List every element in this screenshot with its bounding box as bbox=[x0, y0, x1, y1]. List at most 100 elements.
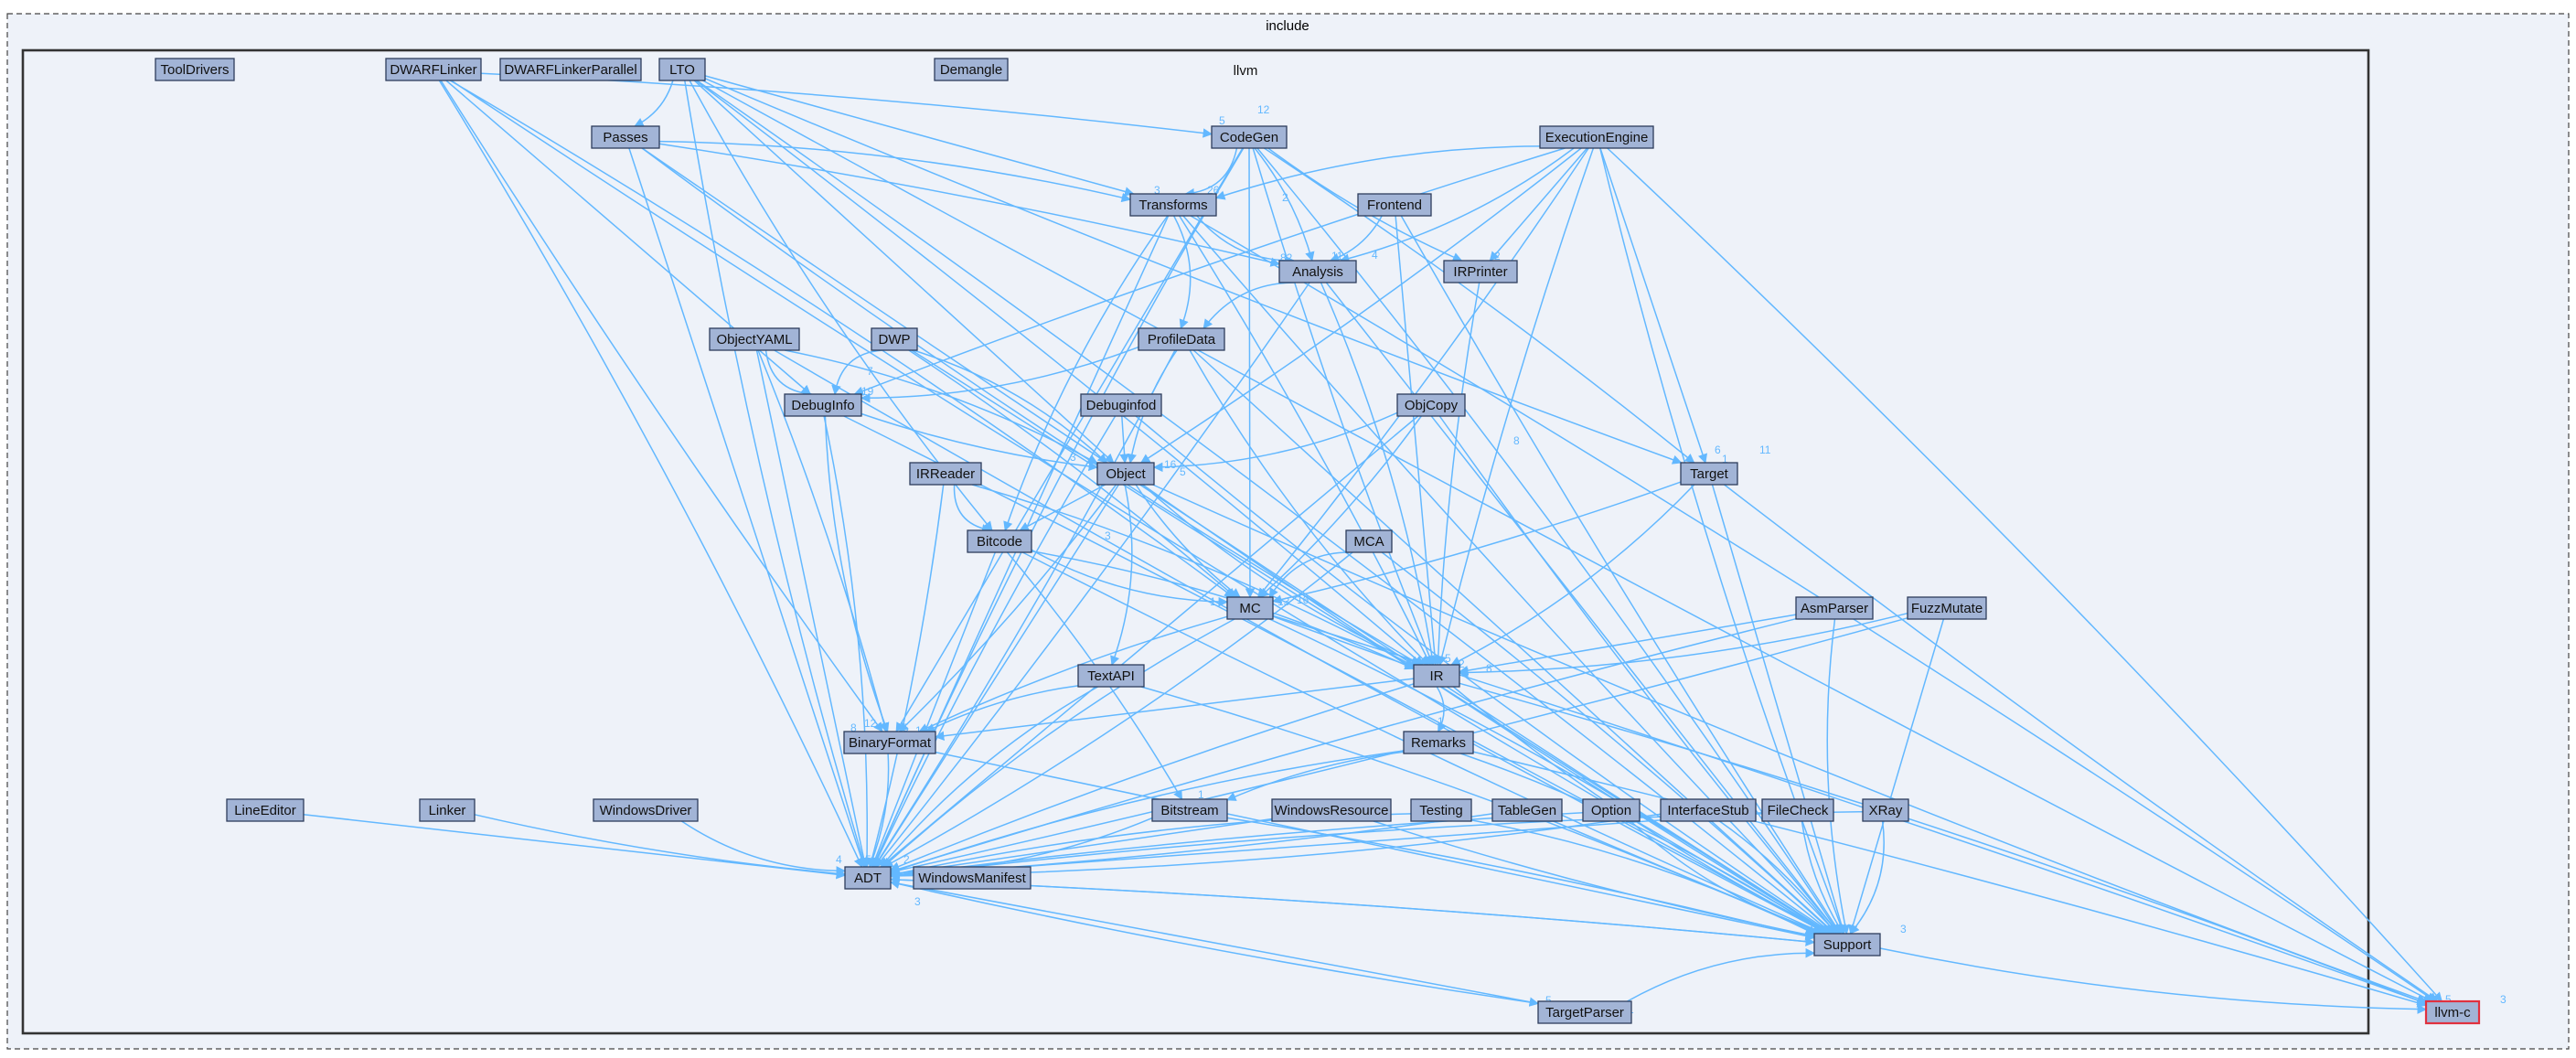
node-textapi[interactable]: TextAPI bbox=[1077, 664, 1145, 688]
node-passes[interactable]: Passes bbox=[591, 125, 660, 149]
node-box-remarks[interactable] bbox=[1403, 731, 1474, 754]
node-box-profiledata[interactable] bbox=[1138, 327, 1225, 351]
node-codegen[interactable]: CodeGen bbox=[1211, 125, 1288, 149]
edge-object-to-binaryformat bbox=[898, 484, 1117, 732]
node-binaryformat[interactable]: BinaryFormat bbox=[843, 731, 936, 754]
node-box-llvm-c[interactable] bbox=[2424, 999, 2481, 1025]
node-support[interactable]: Support bbox=[1813, 933, 1881, 956]
node-linker[interactable]: Linker bbox=[419, 798, 476, 822]
node-adt[interactable]: ADT bbox=[844, 866, 892, 890]
node-dwarflinkerparallel[interactable]: DWARFLinkerParallel bbox=[499, 58, 642, 81]
node-box-target[interactable] bbox=[1680, 462, 1738, 486]
node-remarks[interactable]: Remarks bbox=[1403, 731, 1474, 754]
node-box-ir[interactable] bbox=[1413, 664, 1460, 688]
node-box-asmparser[interactable] bbox=[1795, 596, 1874, 620]
node-box-analysis[interactable] bbox=[1278, 260, 1357, 283]
node-box-dwarflinkerparallel[interactable] bbox=[499, 58, 642, 81]
node-llvm-c[interactable]: llvm-c bbox=[2424, 999, 2481, 1025]
node-demangle[interactable]: Demangle bbox=[934, 58, 1009, 81]
node-label-option: Option bbox=[1591, 803, 1631, 818]
node-box-xray[interactable] bbox=[1862, 798, 1909, 822]
node-box-debuginfod[interactable] bbox=[1080, 393, 1162, 417]
node-box-passes[interactable] bbox=[591, 125, 660, 149]
node-box-support[interactable] bbox=[1813, 933, 1881, 956]
node-asmparser[interactable]: AsmParser bbox=[1795, 596, 1874, 620]
node-box-interfacestub[interactable] bbox=[1660, 798, 1757, 822]
node-llvm-label[interactable]: llvm bbox=[1234, 63, 1258, 79]
node-box-irprinter[interactable] bbox=[1443, 260, 1518, 283]
node-box-binaryformat[interactable] bbox=[843, 731, 936, 754]
node-debuginfo[interactable]: DebugInfo bbox=[784, 393, 862, 417]
node-irreader[interactable]: IRReader bbox=[909, 462, 982, 486]
node-box-testing[interactable] bbox=[1410, 798, 1472, 822]
edge-label: 5 bbox=[2445, 993, 2452, 1006]
node-box-adt[interactable] bbox=[844, 866, 892, 890]
node-box-lineeditor[interactable] bbox=[226, 798, 305, 822]
node-dwp[interactable]: DWP bbox=[871, 327, 918, 351]
node-box-option[interactable] bbox=[1582, 798, 1641, 822]
node-frontend[interactable]: Frontend bbox=[1357, 193, 1432, 217]
node-box-tablegen[interactable] bbox=[1491, 798, 1563, 822]
node-lineeditor[interactable]: LineEditor bbox=[226, 798, 305, 822]
node-mca[interactable]: MCA bbox=[1345, 529, 1393, 553]
node-lto[interactable]: LTO bbox=[658, 58, 706, 81]
node-bitcode[interactable]: Bitcode bbox=[967, 529, 1032, 553]
node-executionengine[interactable]: ExecutionEngine bbox=[1539, 125, 1654, 149]
node-box-windowsresource[interactable] bbox=[1271, 798, 1392, 822]
node-box-lto[interactable] bbox=[658, 58, 706, 81]
node-box-frontend[interactable] bbox=[1357, 193, 1432, 217]
node-debuginfod[interactable]: Debuginfod bbox=[1080, 393, 1162, 417]
node-tablegen[interactable]: TableGen bbox=[1491, 798, 1563, 822]
node-tooldrivers[interactable]: ToolDrivers bbox=[155, 58, 235, 81]
node-box-dwarflinker[interactable] bbox=[385, 58, 482, 81]
node-targetparser[interactable]: TargetParser bbox=[1537, 1000, 1632, 1024]
node-windowsdriver[interactable]: WindowsDriver bbox=[593, 798, 699, 822]
node-xray[interactable]: XRay bbox=[1862, 798, 1909, 822]
node-ir[interactable]: IR bbox=[1413, 664, 1460, 688]
node-box-debuginfo[interactable] bbox=[784, 393, 862, 417]
node-mc[interactable]: MC bbox=[1226, 596, 1274, 620]
node-option[interactable]: Option bbox=[1582, 798, 1641, 822]
node-box-linker[interactable] bbox=[419, 798, 476, 822]
node-bitstream[interactable]: Bitstream bbox=[1151, 798, 1228, 822]
node-windowsmanifest[interactable]: WindowsManifest bbox=[913, 866, 1031, 890]
node-objcopy[interactable]: ObjCopy bbox=[1396, 393, 1466, 417]
node-target[interactable]: Target bbox=[1680, 462, 1738, 486]
edge-fuzzmutate-to-ir bbox=[1458, 612, 1908, 678]
node-box-dwp[interactable] bbox=[871, 327, 918, 351]
node-box-windowsdriver[interactable] bbox=[593, 798, 699, 822]
node-filecheck[interactable]: FileCheck bbox=[1761, 798, 1834, 822]
node-box-objectyaml[interactable] bbox=[709, 327, 800, 351]
edge-remarks-to-support bbox=[1460, 753, 1826, 935]
node-box-demangle[interactable] bbox=[934, 58, 1009, 81]
node-objectyaml[interactable]: ObjectYAML bbox=[709, 327, 800, 351]
node-object[interactable]: Object bbox=[1096, 462, 1155, 486]
node-box-targetparser[interactable] bbox=[1537, 1000, 1632, 1024]
node-box-irreader[interactable] bbox=[909, 462, 982, 486]
node-box-transforms[interactable] bbox=[1129, 193, 1217, 217]
node-interfacestub[interactable]: InterfaceStub bbox=[1660, 798, 1757, 822]
node-profiledata[interactable]: ProfileData bbox=[1138, 327, 1225, 351]
node-box-windowsmanifest[interactable] bbox=[913, 866, 1031, 890]
node-box-fuzzmutate[interactable] bbox=[1907, 596, 1987, 620]
node-box-codegen[interactable] bbox=[1211, 125, 1288, 149]
node-label-bitcode: Bitcode bbox=[977, 534, 1022, 550]
edge-ir-to-adt bbox=[890, 683, 1415, 871]
node-box-mca[interactable] bbox=[1345, 529, 1393, 553]
node-box-object[interactable] bbox=[1096, 462, 1155, 486]
node-box-tooldrivers[interactable] bbox=[155, 58, 235, 81]
node-box-bitcode[interactable] bbox=[967, 529, 1032, 553]
node-box-objcopy[interactable] bbox=[1396, 393, 1466, 417]
node-fuzzmutate[interactable]: FuzzMutate bbox=[1907, 596, 1987, 620]
node-dwarflinker[interactable]: DWARFLinker bbox=[385, 58, 482, 81]
node-box-executionengine[interactable] bbox=[1539, 125, 1654, 149]
node-irprinter[interactable]: IRPrinter bbox=[1443, 260, 1518, 283]
node-analysis[interactable]: Analysis bbox=[1278, 260, 1357, 283]
node-transforms[interactable]: Transforms bbox=[1129, 193, 1217, 217]
node-testing[interactable]: Testing bbox=[1410, 798, 1472, 822]
node-box-mc[interactable] bbox=[1226, 596, 1274, 620]
node-box-textapi[interactable] bbox=[1077, 664, 1145, 688]
node-windowsresource[interactable]: WindowsResource bbox=[1271, 798, 1392, 822]
node-box-bitstream[interactable] bbox=[1151, 798, 1228, 822]
node-box-filecheck[interactable] bbox=[1761, 798, 1834, 822]
